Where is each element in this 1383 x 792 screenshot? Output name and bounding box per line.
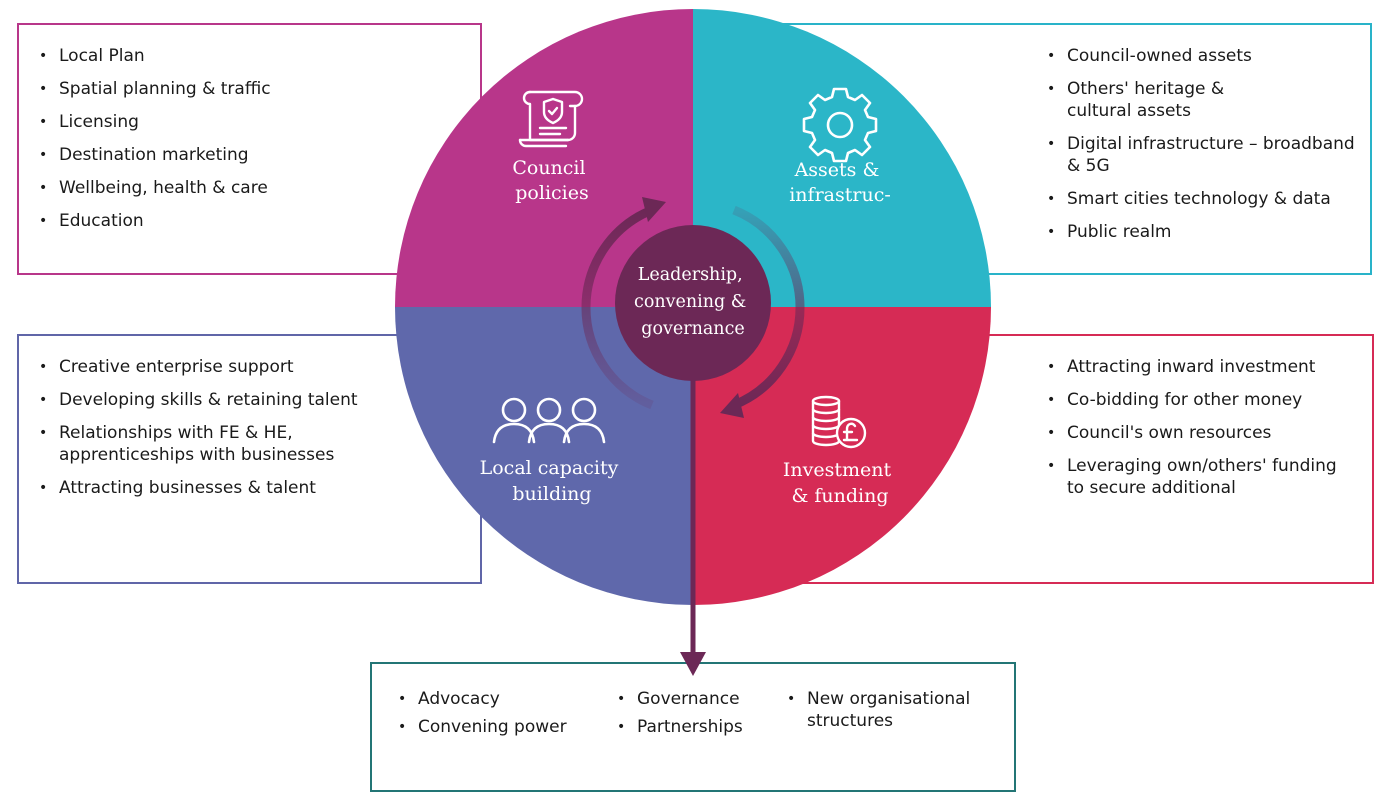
coins-pound-icon [811,395,867,449]
center-label-line1: Leadership, [638,265,743,285]
cycle-arrowhead-left [642,197,666,222]
cycle-arrowhead-right [720,393,744,418]
list-item: Council's own resources [1047,422,1352,444]
list-item: Creative enterprise support [39,356,369,378]
list-item: Others' heritage & cultural assets [1047,78,1257,122]
list-item: Local Plan [39,45,480,67]
list-item: Attracting businesses & talent [39,477,369,499]
quadrant-label-council-policies: Council policies [512,157,591,204]
center-circle [615,225,771,381]
list-item: Digital infrastructure – broadband & 5G [1047,133,1367,177]
connector-arrowhead [680,652,706,676]
scroll-shield-icon [518,90,584,148]
list-item: Smart cities technology & data [1047,188,1347,210]
list-item: Council-owned assets [1047,45,1347,67]
council-policies-box: Local Plan Spatial planning & traffic Li… [17,23,482,275]
cycle-arrow-left [581,205,654,410]
local-capacity-building-box: Creative enterprise support Developing s… [17,334,482,584]
center-label: Leadership, convening & governance [634,265,752,339]
quadrant-label-investment-funding: Investment & funding [783,459,897,507]
list-item: New organisational structures [787,688,997,732]
cycle-arrow-right [732,205,805,410]
list-item: Advocacy [398,688,567,710]
center-label-line3: governance [641,319,744,339]
list-item: Convening power [398,716,567,738]
list-item: Co-bidding for other money [1047,389,1352,411]
list-item: Education [39,210,480,232]
list-item: Developing skills & retaining talent [39,389,369,411]
list-item: Attracting inward investment [1047,356,1352,378]
list-item: Relationships with FE & HE, apprenticesh… [39,422,369,466]
quadrant-label-local-capacity: Local capacity building [480,457,625,505]
governance-wheel-diagram: Leadership, convening & governance Counc… [395,9,991,676]
list-item: Destination marketing [39,144,480,166]
list-item: Wellbeing, health & care [39,177,480,199]
gear-icon [802,87,878,163]
center-label-line2: convening & [634,292,746,312]
list-item: Leveraging own/others' funding to secure… [1047,455,1352,499]
quadrant-label-assets-infrastructure: Assets & infrastruc- [789,159,891,206]
list-item: Partnerships [617,716,743,738]
people-group-icon [492,397,606,444]
list-item: Spatial planning & traffic [39,78,480,100]
list-item: Licensing [39,111,480,133]
list-item: Public realm [1047,221,1347,243]
list-item: Governance [617,688,743,710]
